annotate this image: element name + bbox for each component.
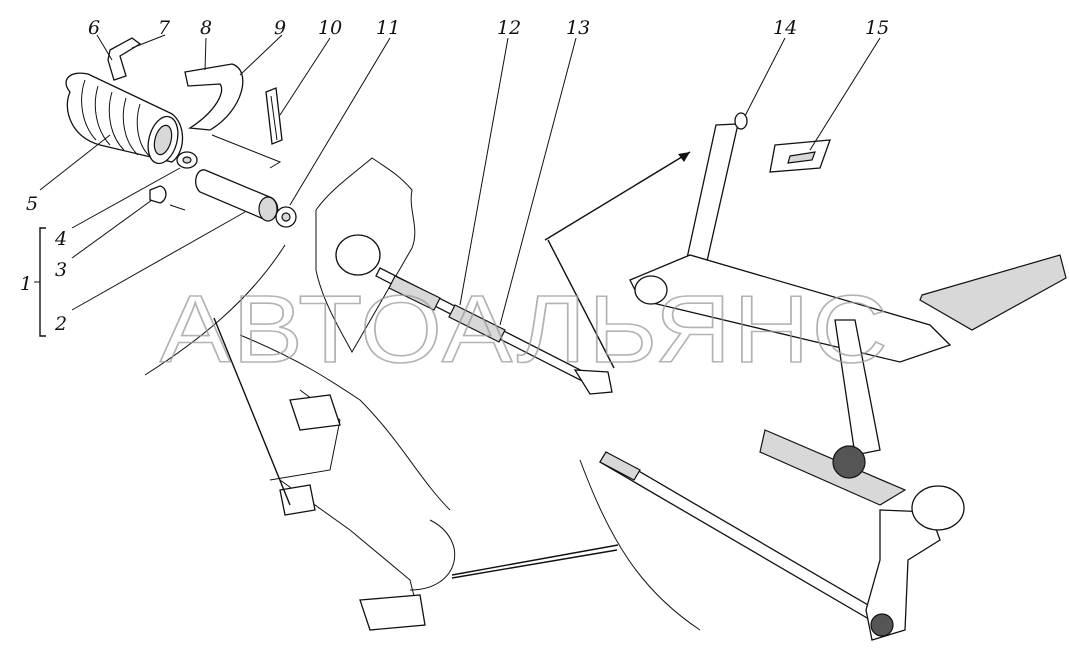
callout-label-5: 5: [26, 193, 38, 215]
callout-label-1: 1: [20, 273, 32, 295]
callout-label-13: 13: [566, 17, 590, 39]
callout-label-4: 4: [54, 228, 67, 250]
cap-part-3: [149, 185, 167, 204]
callout-label-3: 3: [55, 259, 67, 281]
callout-label-8: 8: [200, 17, 212, 39]
callout-label-11: 11: [376, 17, 400, 39]
callout-label-15: 15: [865, 17, 889, 39]
callout-labels: 6 7 8 9 10 11 12 13 14 15 5 4 3 2 1: [20, 17, 889, 335]
pin-part-15: [769, 139, 831, 173]
callout-label-9: 9: [274, 17, 286, 39]
retaining-bracket-part: [184, 63, 244, 131]
callout-label-12: 12: [497, 17, 521, 39]
callout-label-6: 6: [88, 17, 100, 39]
callout-label-2: 2: [54, 313, 67, 335]
rubber-boot-part: [65, 72, 184, 165]
leader-lines: [34, 34, 881, 579]
split-pin-part: [265, 87, 283, 145]
detail-arc-left: [144, 244, 286, 376]
lever-bracket-part: [865, 485, 965, 641]
bracket-guide-line: [211, 134, 282, 169]
linkage-cable-assembly: [239, 334, 456, 631]
callout-label-7: 7: [158, 17, 171, 39]
nut-part-4: [176, 151, 198, 169]
washer-part-14: [734, 112, 748, 130]
watermark-text: АВТОАЛЬЯНС: [160, 276, 890, 383]
callout-label-10: 10: [318, 17, 342, 39]
callout-label-14: 14: [773, 17, 797, 39]
detail-arc-right: [579, 459, 701, 631]
push-rod-part: [375, 267, 613, 395]
pedal-assembly-part: [629, 123, 1067, 506]
spring-clip-part: [107, 37, 142, 81]
bulkhead-panel: [315, 157, 416, 354]
pin-sleeve-part-2: [169, 169, 279, 222]
nut-part-11: [275, 206, 297, 228]
